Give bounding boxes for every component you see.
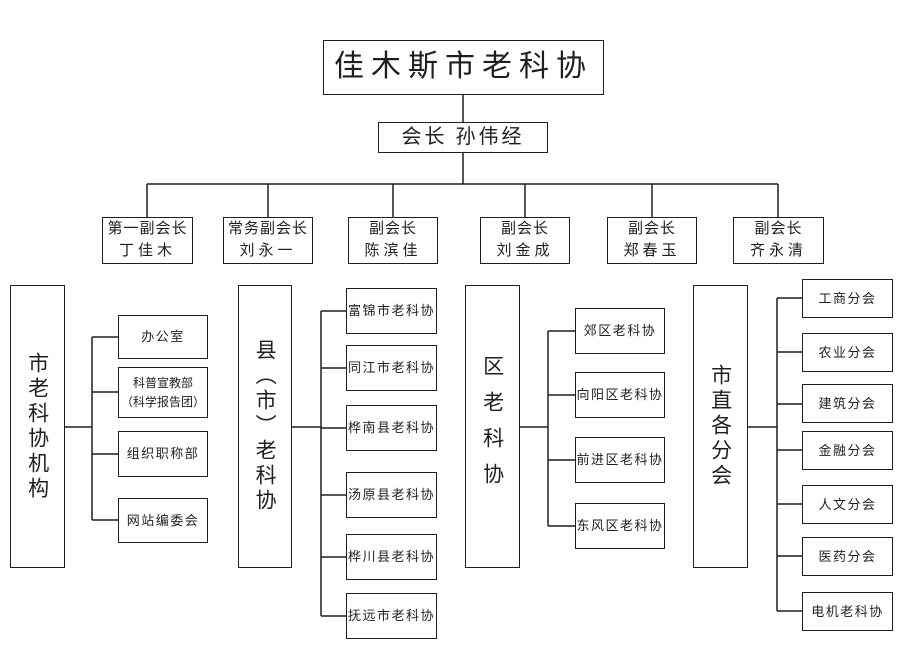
child-label: 同江市老科协	[347, 360, 435, 376]
group2-child-box: 汤原县老科协	[346, 472, 437, 518]
vp-name: 刘金成	[496, 242, 554, 259]
child-label: 农业分会	[818, 344, 877, 360]
group2-child-box: 抚远市老科协	[346, 593, 437, 639]
group1-child-box: 网站编委会	[118, 498, 208, 543]
group2-child-box: 桦川县老科协	[346, 534, 437, 580]
group1-child-box: 办公室	[118, 315, 208, 359]
vp-name: 陈滨佳	[364, 242, 422, 259]
group-box-city-org: 市老科协机构	[10, 285, 65, 568]
child-label: 前进区老科协	[576, 452, 664, 468]
group2-child-box: 桦南县老科协	[346, 405, 437, 451]
vp-title: 副会长	[754, 220, 803, 237]
group-box-branches: 市直各分会	[693, 285, 748, 568]
vp-name: 齐永清	[749, 242, 807, 259]
group1-child-box: 科普宣教部 （科学报告团）	[118, 367, 208, 418]
group4-child-box: 人文分会	[802, 485, 893, 524]
child-label: 网站编委会	[126, 512, 200, 528]
group4-child-box: 农业分会	[802, 333, 893, 372]
child-label: 向阳区老科协	[576, 387, 664, 403]
child-label: 富锦市老科协	[347, 303, 435, 319]
group1-child-box: 组织职称部	[118, 431, 208, 477]
vp-box-5: 副会长 郑春玉	[607, 217, 697, 264]
vp-title: 副会长	[368, 220, 417, 237]
group-label: 县（市）老科协	[253, 339, 278, 514]
child-label: 工商分会	[818, 290, 877, 306]
vp-name: 丁佳木	[118, 242, 176, 259]
vp-box-3: 副会长 陈滨佳	[348, 217, 438, 264]
group3-child-box: 向阳区老科协	[575, 372, 665, 418]
org-root-box: 佳木斯市老科协	[323, 40, 604, 95]
vp-box-4: 副会长 刘金成	[480, 217, 570, 264]
group3-child-box: 郊区老科协	[575, 308, 665, 354]
president-label: 会长 孙伟经	[401, 126, 525, 148]
child-label: 科普宣教部 （科学报告团）	[120, 375, 205, 409]
group-label: 市老科协机构	[25, 351, 50, 502]
group3-child-box: 东风区老科协	[575, 503, 665, 549]
vp-name: 郑春玉	[623, 242, 681, 259]
child-label: 金融分会	[818, 442, 877, 458]
child-label: 汤原县老科协	[347, 487, 435, 503]
child-label: 组织职称部	[126, 446, 200, 462]
child-label: 桦川县老科协	[347, 549, 435, 565]
child-label: 抚远市老科协	[347, 608, 435, 624]
group-box-district: 区老科协	[465, 285, 520, 568]
child-label: 医药分会	[818, 548, 877, 564]
child-label: 人文分会	[818, 496, 877, 512]
child-label: 电机老科协	[811, 603, 884, 619]
group2-child-box: 富锦市老科协	[346, 288, 437, 334]
group2-child-box: 同江市老科协	[346, 345, 437, 391]
group-label: 区老科协	[480, 354, 505, 499]
vp-box-2: 常务副会长 刘永一	[223, 217, 313, 264]
group4-child-box: 建筑分会	[802, 384, 893, 423]
child-label: 东风区老科协	[576, 518, 664, 534]
group4-child-box: 工商分会	[802, 279, 893, 318]
vp-box-1: 第一副会长 丁佳木	[102, 217, 193, 264]
vp-title: 副会长	[627, 220, 676, 237]
group4-child-box: 金融分会	[802, 431, 893, 470]
group4-child-box: 医药分会	[802, 537, 893, 576]
child-label: 桦南县老科协	[347, 420, 435, 436]
child-label: 郊区老科协	[583, 323, 657, 339]
vp-title: 常务副会长	[227, 220, 308, 237]
vp-title: 第一副会长	[107, 220, 188, 237]
group4-child-box: 电机老科协	[802, 592, 893, 631]
child-label: 办公室	[141, 329, 185, 345]
president-box: 会长 孙伟经	[378, 122, 548, 153]
group-label: 市直各分会	[708, 364, 733, 489]
group3-child-box: 前进区老科协	[575, 437, 665, 483]
vp-title: 副会长	[500, 220, 549, 237]
vp-box-6: 副会长 齐永清	[733, 217, 824, 264]
org-root-label: 佳木斯市老科协	[334, 50, 593, 84]
vp-name: 刘永一	[239, 242, 297, 259]
group-box-county: 县（市）老科协	[238, 285, 292, 568]
child-label: 建筑分会	[818, 395, 877, 411]
